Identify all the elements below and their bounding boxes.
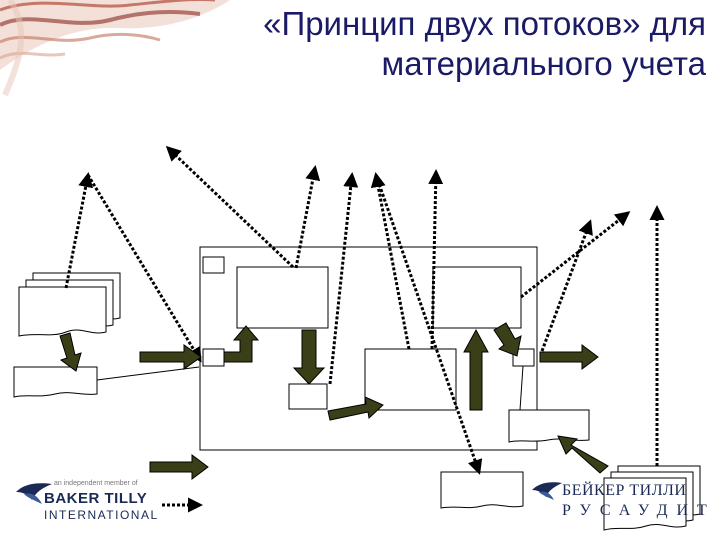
process-box-1 [237,267,328,328]
bird-icon-right [530,478,564,504]
material-arrow-down-left [60,333,81,371]
process-box-2 [433,267,521,328]
document-left-lower [14,367,97,397]
info-arrow-10 [542,222,590,351]
material-arrow-out-frame [540,345,598,369]
material-arrow-diagonal-up-left [558,436,608,473]
info-arrow-1 [66,175,88,288]
document-bottom-center [441,472,523,508]
document-right-lower [509,410,589,442]
process-box-3 [365,349,456,410]
logo-right-line-1: БЕЙКЕР ТИЛЛИ [562,482,686,500]
logo-name: BAKER TILLY [44,490,147,507]
small-box-bottom [289,384,327,409]
small-box-top-left [203,257,224,273]
logo-tagline: an independent member of [54,480,138,487]
legend-material-arrow [150,455,208,479]
document-stack-left [19,273,120,336]
small-box-left-mid [203,349,224,366]
logo-sub: INTERNATIONAL [44,508,159,522]
logo-right-line-2: РУСАУДИТ [562,502,716,520]
